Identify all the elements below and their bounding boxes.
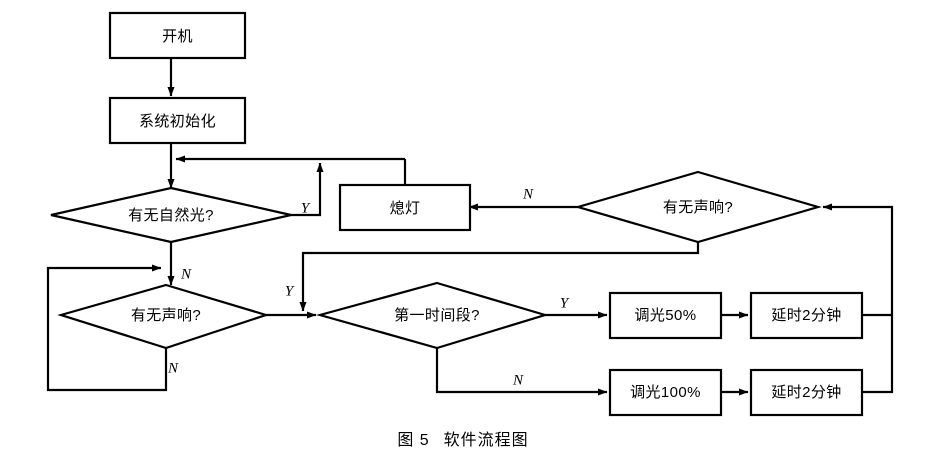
edge-natural-light-yes	[291, 162, 324, 217]
node-delay-bottom-label: 延时2分钟	[771, 384, 841, 401]
edge-first-period-no	[435, 348, 608, 396]
node-delay-top-label: 延时2分钟	[771, 307, 841, 324]
edge-label-sound-right-no: N	[522, 186, 534, 202]
node-sound-right[interactable]: 有无声响?	[574, 170, 822, 244]
figure-caption-title: 软件流程图	[443, 432, 529, 449]
edge-delay-bottom-return	[862, 315, 894, 394]
edge-sound-right-yes	[299, 242, 700, 312]
node-dim50[interactable]: 调光50%	[608, 291, 723, 340]
edge-label-natural-light-no: N	[180, 266, 192, 282]
node-dim100[interactable]: 调光100%	[608, 368, 723, 417]
node-first-period-label: 第一时间段?	[394, 306, 480, 324]
node-natural-light[interactable]: 有无自然光?	[50, 186, 292, 244]
node-delay-bottom[interactable]: 延时2分钟	[749, 368, 864, 417]
edge-label-sound-right-yes: Y	[285, 283, 295, 299]
edge-delay-top-return	[822, 203, 894, 317]
edge-label-natural-light-yes: Y	[301, 200, 311, 216]
node-sound-left[interactable]: 有无声响?	[57, 283, 270, 350]
node-lights-off[interactable]: 熄灯	[338, 183, 472, 232]
edge-label-first-period-yes: Y	[560, 295, 570, 311]
figure-caption: 图 5 软件流程图	[0, 426, 926, 450]
edge-sound-left-no-loop	[46, 264, 168, 392]
node-init[interactable]: 系统初始化	[108, 96, 247, 145]
node-lights-off-label: 熄灯	[390, 200, 421, 217]
node-start-label: 开机	[162, 28, 193, 45]
edge-label-sound-left-no-loop: N	[167, 360, 179, 376]
node-init-label: 系统初始化	[139, 113, 216, 130]
figure-caption-number: 图 5	[397, 432, 430, 449]
node-first-period[interactable]: 第一时间段?	[315, 281, 549, 350]
node-sound-left-label: 有无声响?	[131, 306, 201, 324]
node-delay-top[interactable]: 延时2分钟	[749, 291, 864, 340]
node-start[interactable]: 开机	[108, 11, 247, 60]
node-sound-right-label: 有无声响?	[663, 198, 733, 216]
node-natural-light-label: 有无自然光?	[128, 207, 214, 224]
edge-label-first-period-no: N	[512, 372, 524, 388]
node-dim50-label: 调光50%	[634, 307, 696, 324]
node-dim100-label: 调光100%	[630, 384, 701, 401]
